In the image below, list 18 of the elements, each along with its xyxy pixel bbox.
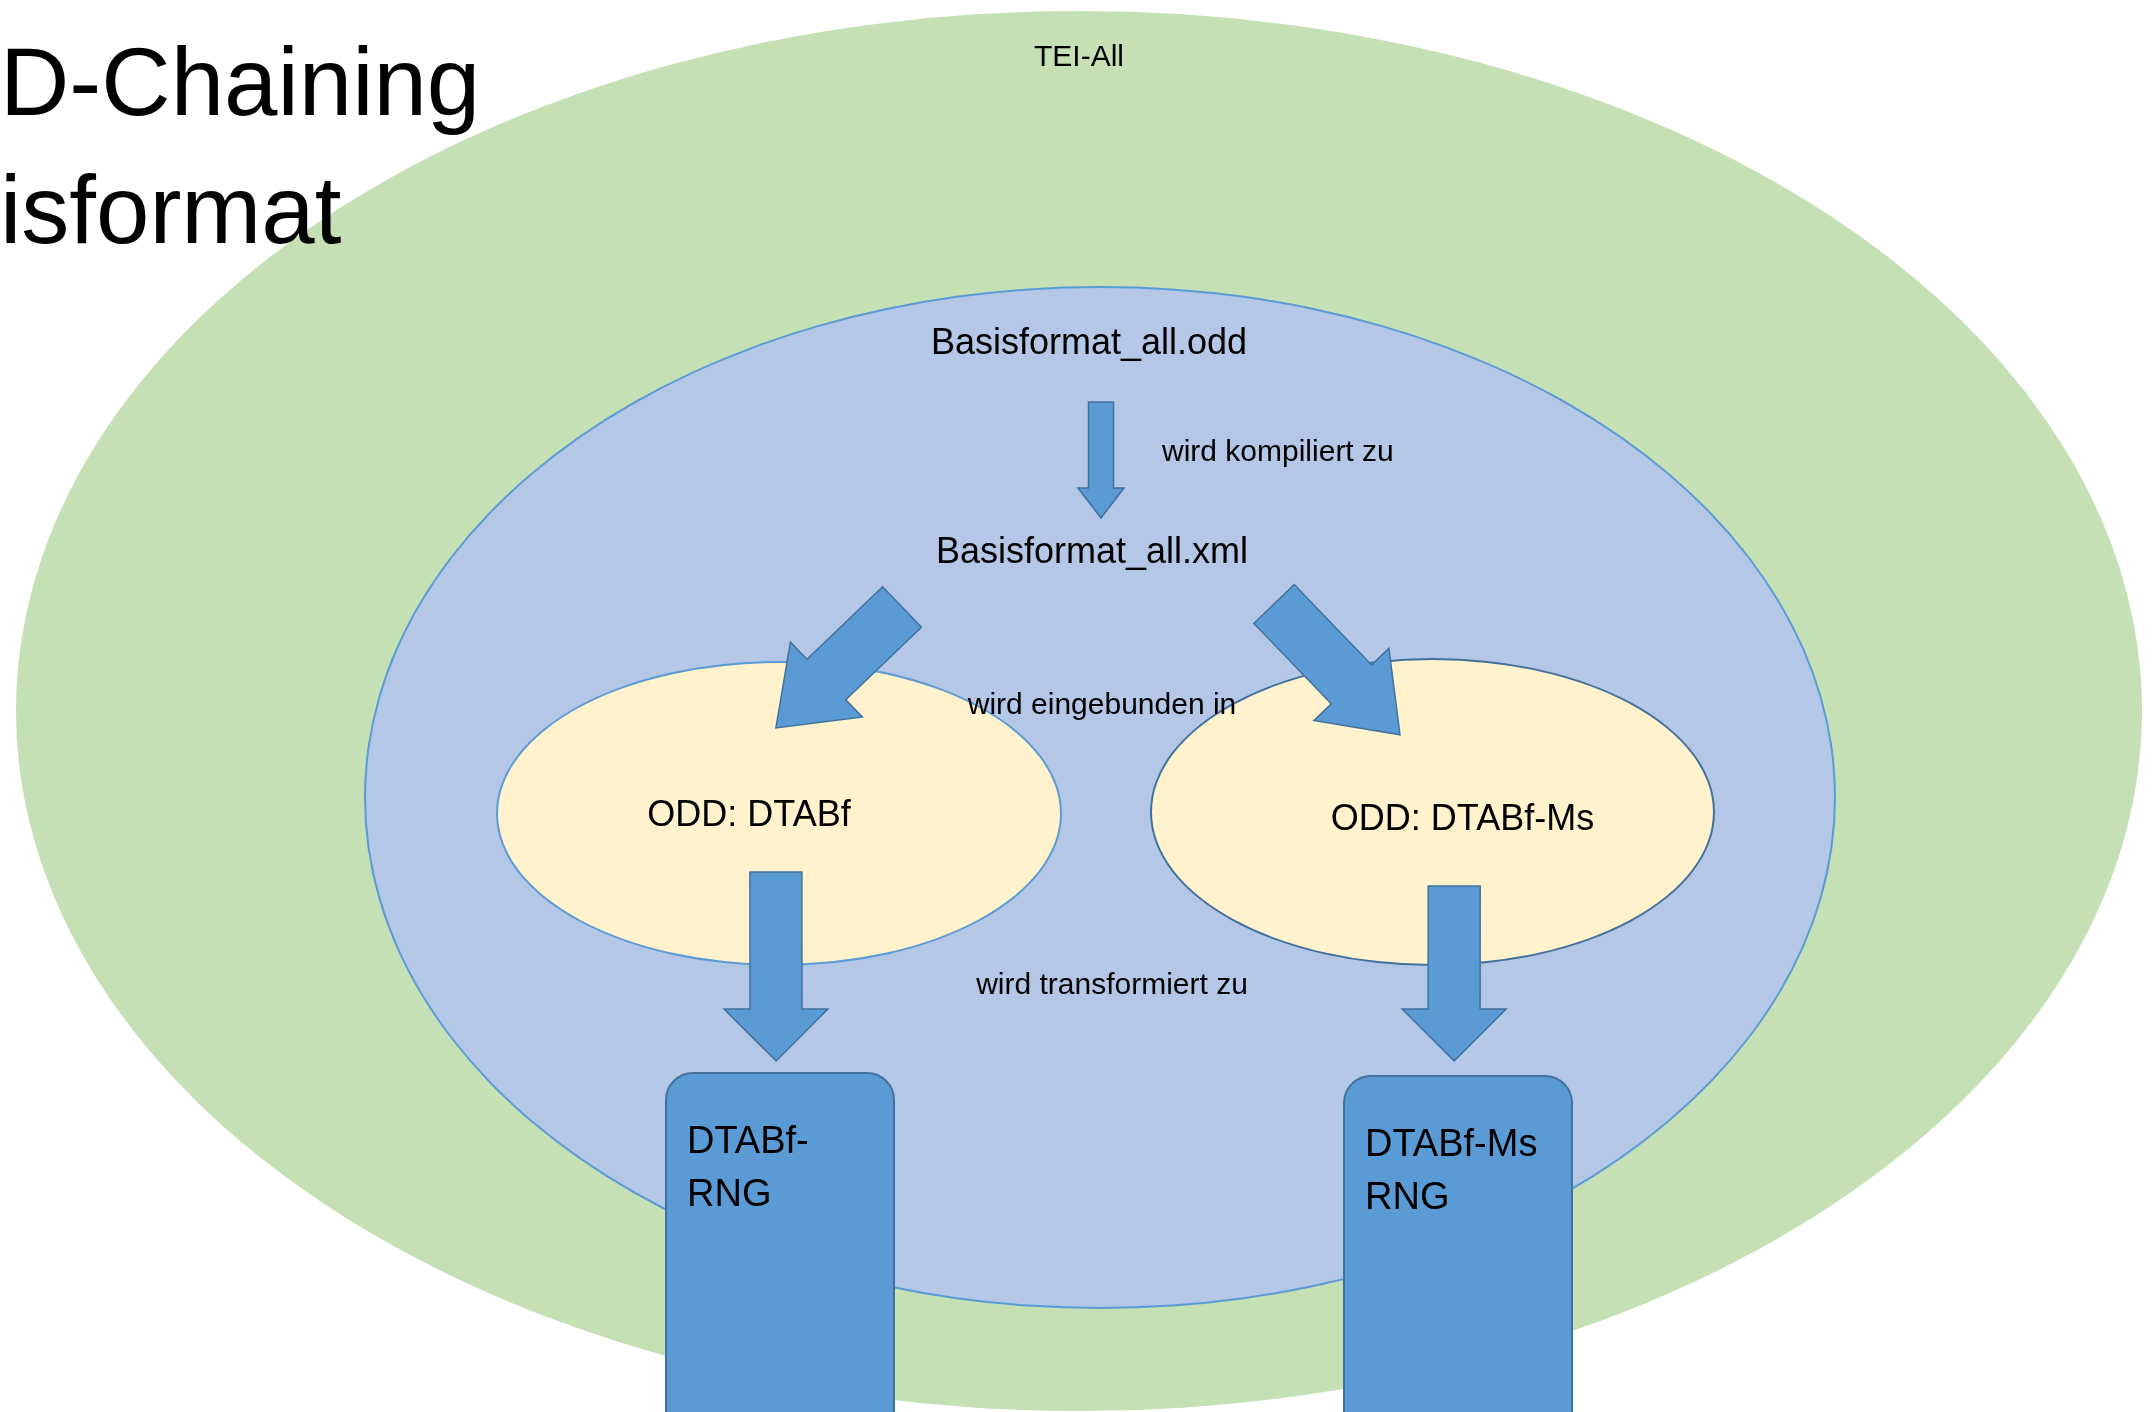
file-name: Basisformat_all.odd [839,314,1339,370]
schema-box [665,1072,895,1412]
block-arrow [722,871,830,1063]
block-arrow [1076,401,1126,520]
file-name: Basisformat_all.xml [842,523,1342,579]
block-arrow [1252,583,1401,736]
arrow-caption: wird eingebunden in [967,685,1237,722]
arrow-caption: wird transformiert zu [976,965,1248,1002]
edge-label: wird kompiliert zu [1162,433,1394,469]
slide-title: D-Chaining isformat [0,27,482,265]
block-arrow [1400,885,1508,1062]
schema-box [1343,1075,1573,1412]
block-arrow [775,585,923,729]
node-label: ODD: DTABf-Ms [1330,796,1595,840]
node-label: TEI-All [1034,38,1124,74]
node-label: DTABf- RNG [687,1118,810,1217]
node-label: DTABf-Ms RNG [1365,1121,1539,1220]
node-label: ODD: DTABf [647,791,851,836]
